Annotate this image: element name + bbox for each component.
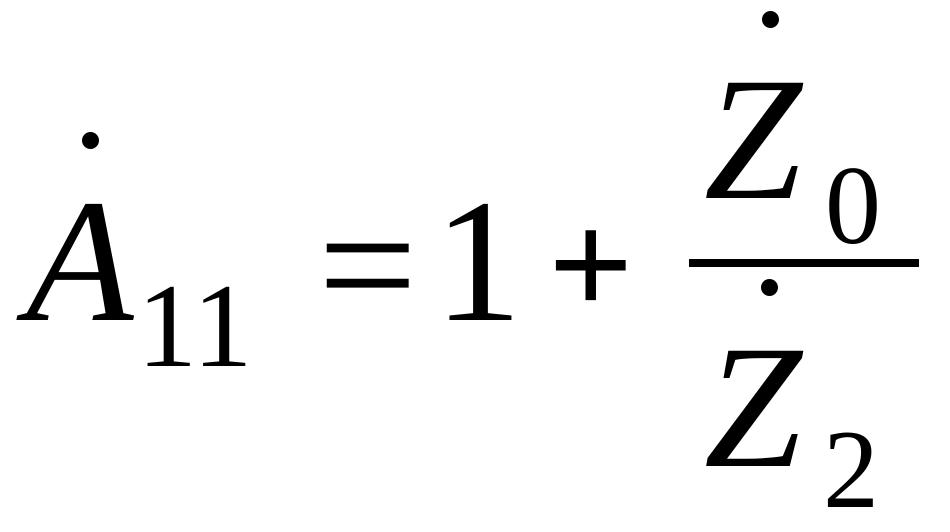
- equals-sign: =: [318, 168, 418, 363]
- numerator-subscript: 0: [825, 144, 881, 268]
- lhs-symbol: A: [26, 164, 134, 359]
- denominator-phasor-dot-icon: [761, 279, 778, 296]
- lhs-subscript: 11: [137, 259, 253, 392]
- numerator-symbol: Z: [704, 42, 802, 237]
- numerator-phasor-dot-icon: [762, 11, 779, 28]
- constant-one: 1: [434, 164, 522, 359]
- denominator-subscript: 2: [823, 408, 879, 532]
- fraction-bar: [689, 259, 919, 267]
- denominator-symbol: Z: [704, 310, 802, 505]
- phasor-dot-icon: [82, 132, 99, 149]
- plus-sign: +: [548, 182, 634, 348]
